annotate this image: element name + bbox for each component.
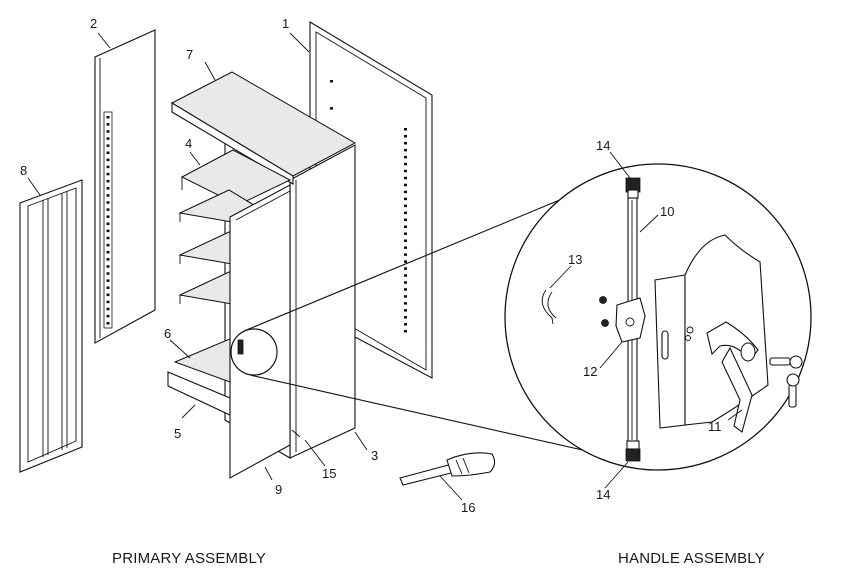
perforation-slot: [106, 236, 110, 240]
perforation-slot: [106, 165, 110, 169]
perforation-slot: [330, 80, 333, 83]
perforation-slot: [404, 211, 407, 215]
perforation-slot: [404, 148, 407, 152]
leader-lines: [27, 32, 743, 501]
perforation-slot: [106, 179, 110, 183]
perforation-slot: [404, 253, 407, 256]
caption-handle-assembly: HANDLE ASSEMBLY: [618, 550, 765, 567]
perforation-slot: [404, 176, 407, 180]
perforation-slot: [404, 232, 407, 235]
perforation-slot: [404, 225, 407, 229]
callout-10: 10: [660, 204, 674, 219]
perforation-slot: [106, 307, 110, 311]
callout-7: 7: [186, 47, 193, 62]
cabinet-body: [167, 71, 357, 479]
perforation-slot: [106, 158, 110, 162]
detail-circle-small: [230, 328, 278, 376]
callout-5: 5: [174, 426, 181, 441]
perforation-slot: [404, 218, 407, 222]
perforation-slot: [404, 128, 407, 131]
perforation-slot: [106, 265, 110, 268]
perforation-slot: [404, 197, 407, 201]
perforation-slot: [404, 246, 407, 249]
callout-12: 12: [583, 364, 597, 379]
perforation-slot: [106, 215, 110, 218]
perforation-slot: [106, 258, 110, 261]
part-16-screwdriver: [399, 452, 496, 486]
perforation-slot: [106, 322, 110, 325]
callout-numbers: 1 2 3 4 5 6 7 8 9 10 11 12 13 14 14 15 1…: [20, 16, 722, 515]
perforation-slot: [106, 286, 110, 289]
perforation-slot: [106, 243, 110, 247]
perforation-slot: [404, 183, 407, 187]
perforation-slot: [404, 267, 407, 270]
perforation-slot: [106, 300, 110, 304]
perforation-slot: [404, 190, 407, 194]
perforation-slot: [106, 144, 110, 147]
callout-9: 9: [275, 482, 282, 497]
caption-primary-assembly: PRIMARY ASSEMBLY: [112, 550, 266, 567]
perforation-slot: [404, 169, 407, 173]
perforation-slot: [106, 293, 110, 297]
perforation-slot: [330, 107, 333, 110]
perforation-slot: [106, 151, 110, 155]
callout-16: 16: [461, 500, 475, 515]
perforation-slot: [404, 295, 407, 298]
perforation-slot: [404, 141, 407, 145]
perforation-slot: [106, 208, 110, 211]
callout-3: 3: [371, 448, 378, 463]
perforation-slot: [106, 250, 110, 254]
perforation-slot: [404, 274, 407, 277]
keys: [769, 355, 803, 408]
perforation-slot: [106, 314, 110, 318]
perforation-slot: [106, 272, 110, 275]
callout-14-bottom: 14: [596, 487, 610, 502]
perforation-slot: [106, 123, 110, 126]
part-2-side-panel: [94, 29, 156, 344]
perforation-slot: [404, 281, 407, 284]
perforation-slot: [404, 155, 407, 159]
callout-8: 8: [20, 163, 27, 178]
perforation-slot: [106, 279, 110, 282]
perforation-slot: [106, 116, 110, 119]
perforation-slot: [106, 229, 110, 233]
perforation-slot: [404, 323, 407, 326]
callout-14-top: 14: [596, 138, 610, 153]
callout-15: 15: [322, 466, 336, 481]
perforation-slot: [106, 194, 110, 197]
callout-11: 11: [708, 419, 722, 434]
callout-2: 2: [90, 16, 97, 31]
perforation-slot: [404, 134, 407, 138]
perforation-slot: [404, 309, 407, 312]
callout-4: 4: [185, 136, 192, 151]
part-8-door-frame: [19, 179, 83, 473]
perforation-slot: [404, 316, 407, 319]
perforation-slot: [404, 302, 407, 305]
handle-assembly-detail: [504, 163, 812, 471]
perforation-slot: [106, 172, 110, 176]
callout-1: 1: [282, 16, 289, 31]
perforation-slot: [106, 222, 110, 226]
perforation-slot: [404, 330, 407, 333]
perforation-slot: [106, 201, 110, 204]
perforation-slot: [404, 204, 407, 208]
perforation-slot: [404, 288, 407, 291]
perforation-slot: [404, 162, 407, 166]
perforation-slot: [404, 260, 407, 263]
perforation-slot: [106, 130, 110, 133]
callout-6: 6: [164, 326, 171, 341]
perforation-slot: [106, 137, 110, 140]
perforation-slot: [106, 187, 110, 190]
perforation-slot: [404, 239, 407, 242]
callout-13: 13: [568, 252, 582, 267]
perforation-strip: [103, 111, 113, 329]
